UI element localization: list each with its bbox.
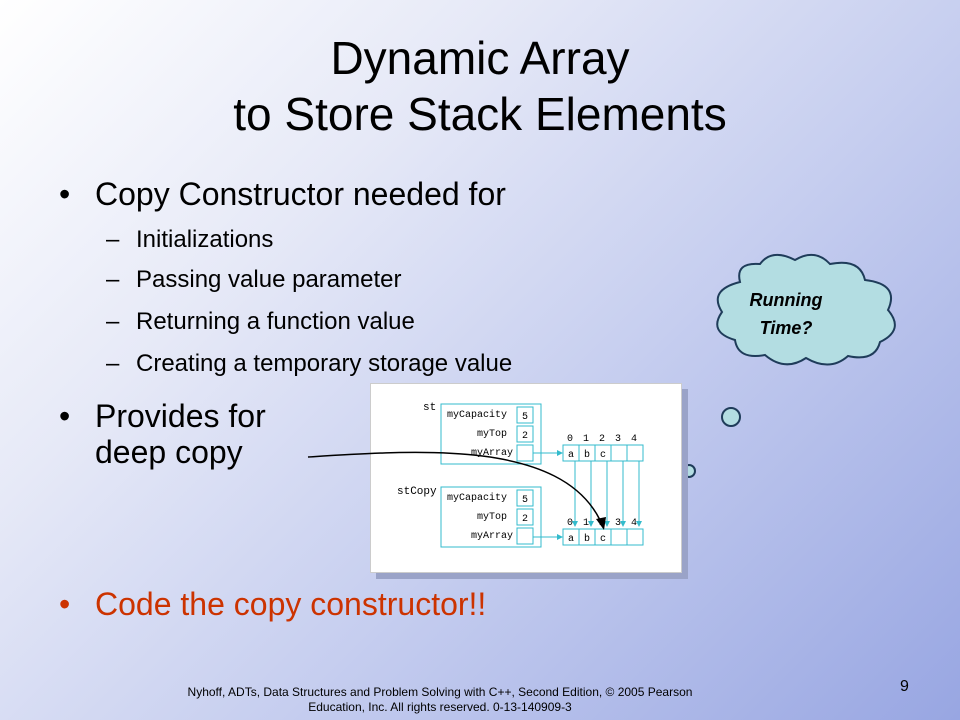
st-top-value: 2 xyxy=(522,431,528,442)
cloud-text-line-1: Running xyxy=(749,290,823,310)
sub-dash: – xyxy=(106,308,120,335)
stcopy-capacity-value: 5 xyxy=(522,495,528,506)
stcopy-top-label: myTop xyxy=(477,512,507,523)
sub-item-text: Passing value parameter xyxy=(136,266,402,293)
bullet-text: Code the copy constructor!! xyxy=(95,586,487,622)
stcopy-pointer-arrowhead xyxy=(557,534,563,540)
copy-arrowhead-3 xyxy=(620,521,626,527)
stcopy-array-cells xyxy=(562,528,644,546)
title-line-2: to Store Stack Elements xyxy=(233,88,727,140)
st-element-1: b xyxy=(584,449,590,461)
st-element-0: a xyxy=(568,450,574,461)
sub-item-text: Initializations xyxy=(136,226,274,253)
thought-bubble-large xyxy=(721,407,741,427)
sub-dash: – xyxy=(106,350,120,377)
stack-copy-diagram: st myCapacity myTop myArray 5 2 0 1 2 3 … xyxy=(370,383,682,573)
st-index-2: 2 xyxy=(599,434,605,445)
cloud-text-line-2: Time? xyxy=(759,318,813,338)
stcopy-struct-box xyxy=(440,486,542,548)
bullet-copy-constructor: • Copy Constructor needed for xyxy=(59,176,506,212)
cloud-shape xyxy=(716,253,896,366)
bullet-dot: • xyxy=(59,586,71,622)
copy-arrowhead-2 xyxy=(604,521,610,527)
stcopy-capacity-label: myCapacity xyxy=(447,492,507,504)
stcopy-index-1: 1 xyxy=(583,518,589,529)
stcopy-index-0: 0 xyxy=(567,518,573,529)
st-top-label: myTop xyxy=(477,429,507,440)
cloud-text: Running Time? xyxy=(736,286,836,342)
st-capacity-value: 5 xyxy=(522,412,528,423)
title-line-1: Dynamic Array xyxy=(330,32,630,84)
footer-line-1: Nyhoff, ADTs, Data Structures and Proble… xyxy=(187,685,693,699)
stcopy-capacity-cell xyxy=(516,489,534,507)
footer-line-2: Education, Inc. All rights reserved. 0-1… xyxy=(308,700,572,714)
slide-title: Dynamic Array to Store Stack Elements xyxy=(0,30,960,142)
bullet-dot: • xyxy=(59,176,71,212)
element-copy-arrows xyxy=(572,461,642,527)
bullet-text: Copy Constructor needed for xyxy=(95,176,506,212)
stcopy-array-slot-4 xyxy=(626,528,644,546)
st-capacity-label: myCapacity xyxy=(447,409,507,421)
stcopy-array-label: myArray xyxy=(471,531,513,542)
stcopy-array-cell xyxy=(516,527,534,545)
stcopy-index-3: 3 xyxy=(615,518,621,529)
stcopy-top-value: 2 xyxy=(522,514,528,525)
st-index-4: 4 xyxy=(631,434,637,445)
stcopy-element-1: b xyxy=(584,533,590,545)
deep-copy-arrow xyxy=(307,451,601,521)
stcopy-element-2: c xyxy=(600,534,606,545)
thought-bubble-medium xyxy=(682,464,696,478)
deep-copy-arrowhead xyxy=(596,517,606,530)
st-capacity-cell xyxy=(516,406,534,424)
copy-arrowhead-1 xyxy=(588,521,594,527)
st-label: st xyxy=(423,402,436,414)
sub-item-text: Returning a function value xyxy=(136,308,415,335)
stcopy-index-4: 4 xyxy=(631,518,637,529)
bullet-code-copy-constructor: • Code the copy constructor!! xyxy=(59,586,487,622)
copy-arrowhead-0 xyxy=(572,521,578,527)
st-top-cell xyxy=(516,425,534,443)
diagram-svg: st myCapacity myTop myArray 5 2 0 1 2 3 … xyxy=(397,402,644,548)
st-index-1: 1 xyxy=(583,434,589,445)
copy-arrowhead-4 xyxy=(636,521,642,527)
page-number: 9 xyxy=(900,678,909,695)
footer-citation: Nyhoff, ADTs, Data Structures and Proble… xyxy=(150,685,730,715)
st-index-0: 0 xyxy=(567,434,573,445)
bullet-deep-copy: • Provides for deep copy xyxy=(59,398,266,470)
st-array-indices: 0 1 2 3 4 xyxy=(567,434,637,445)
sub-dash: – xyxy=(106,266,120,293)
stcopy-element-0: a xyxy=(568,534,574,545)
st-index-3: 3 xyxy=(615,434,621,445)
bullet-text-line-1: Provides for xyxy=(95,398,266,434)
sub-dash: – xyxy=(106,226,120,253)
st-struct-box xyxy=(440,403,542,465)
st-array-slot-4 xyxy=(626,444,644,462)
stcopy-label: stCopy xyxy=(397,486,437,498)
st-array-label: myArray xyxy=(471,448,513,459)
bullet-text-line-2: deep copy xyxy=(95,434,243,470)
sub-item-text: Creating a temporary storage value xyxy=(136,350,513,377)
st-pointer-arrowhead xyxy=(557,450,563,456)
bullet-dot: • xyxy=(59,398,71,434)
st-element-2: c xyxy=(600,450,606,461)
stcopy-top-cell xyxy=(516,508,534,526)
